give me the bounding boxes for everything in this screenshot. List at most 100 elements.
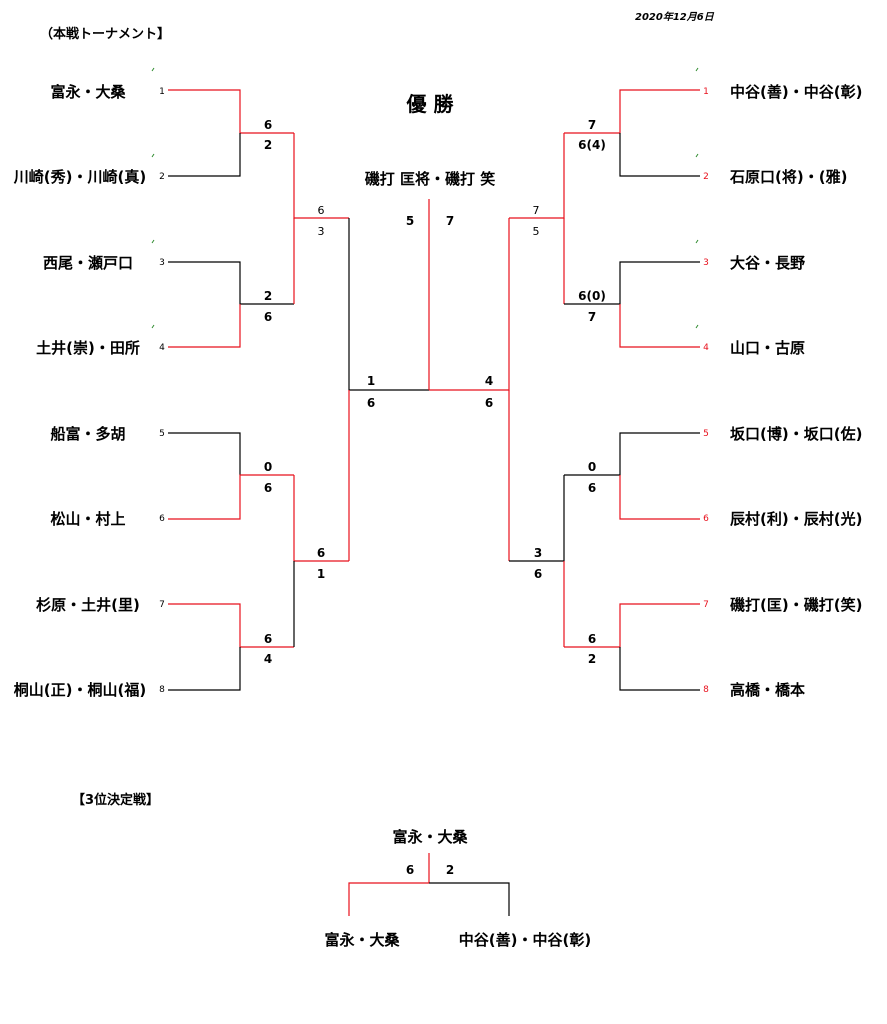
right-team-8: 高橋・橋本 [730, 681, 805, 699]
left-final-score: 1 [367, 374, 375, 388]
right-seed-6: 6 [703, 514, 709, 524]
left-team-8: 桐山(正)・桐山(福) [14, 681, 146, 699]
third-place-score-right: 2 [446, 863, 454, 877]
left-team-1: 富永・大桑 [50, 83, 126, 101]
bracket-line [348, 218, 429, 391]
left-final-lines [348, 218, 429, 561]
right-seed-3: 3 [703, 258, 709, 268]
left-seed-8: 8 [159, 685, 165, 695]
right-final-score: 4 [485, 374, 493, 388]
third-place-score-left: 6 [406, 863, 414, 877]
left-seed-5: 5 [159, 429, 165, 439]
left-r1-score: 4 [264, 652, 272, 666]
third-place-right-team: 中谷(善)・中谷(彰) [459, 931, 591, 949]
bracket-line [564, 603, 700, 648]
third-place-winner: 富永・大桑 [392, 828, 468, 846]
event-date: 2020年12月6日 [635, 11, 715, 23]
left-r1-score: 6 [264, 481, 272, 495]
right-mark-icons [695, 67, 699, 329]
bracket-line [619, 475, 700, 520]
mark-icon [151, 67, 155, 72]
left-seed-6: 6 [159, 514, 165, 524]
mark-icon [695, 239, 699, 244]
left-team-2: 川崎(秀)・川崎(真) [13, 168, 146, 186]
left-semi-score: 1 [317, 567, 325, 581]
mark-icon [151, 324, 155, 329]
right-r1-score: 7 [588, 310, 596, 324]
bracket-line [564, 261, 700, 305]
left-seed-3: 3 [159, 258, 165, 268]
champion-name: 磯打 匡将・磯打 笑 [365, 170, 495, 188]
right-r1-score: 2 [588, 652, 596, 666]
left-seed-1: 1 [159, 87, 165, 97]
mark-icon [151, 153, 155, 158]
left-seed-7: 7 [159, 600, 165, 610]
bracket-line [564, 89, 700, 134]
bracket-line [429, 218, 510, 391]
right-team-7: 磯打(匡)・磯打(笑) [730, 596, 862, 614]
right-final-lines [429, 218, 510, 561]
left-r1-lines [168, 89, 294, 691]
bracket-line [168, 89, 294, 134]
left-final-score: 6 [367, 396, 375, 410]
left-mark-icons [151, 67, 155, 329]
right-team-1: 中谷(善)・中谷(彰) [730, 83, 862, 101]
right-team-4: 山口・古原 [730, 339, 805, 357]
bracket-line [429, 882, 510, 916]
final-score-left: 5 [406, 214, 414, 228]
mark-icon [695, 67, 699, 72]
third-place-lines [348, 853, 510, 916]
right-semi-lines [509, 133, 565, 647]
left-seed-2: 2 [159, 172, 165, 182]
right-r1-lines [564, 89, 700, 691]
left-semi-score: 3 [318, 225, 325, 238]
left-r1-score: 2 [264, 138, 272, 152]
right-seed-7: 7 [703, 600, 709, 610]
mark-icon [151, 239, 155, 244]
bracket-line [168, 603, 294, 648]
right-team-5: 坂口(博)・坂口(佐) [730, 425, 862, 443]
left-semi-lines [293, 133, 349, 647]
bracket-line [168, 474, 294, 520]
right-r1-score: 7 [588, 118, 596, 132]
bracket-line [168, 261, 294, 305]
right-r1-score: 6(4) [578, 138, 606, 152]
bracket-line [564, 432, 700, 476]
left-semi-score: 6 [317, 546, 325, 560]
champion-label: 優 勝 [406, 92, 455, 116]
left-r1-score: 0 [264, 460, 272, 474]
right-semi-score: 3 [534, 546, 542, 560]
left-r1-score: 6 [264, 632, 272, 646]
left-team-7: 杉原・土井(里) [36, 596, 140, 614]
bracket-line [168, 432, 241, 475]
third-place-title: 【3位決定戦】 [72, 792, 159, 808]
right-semi-score: 7 [533, 204, 540, 217]
bracket-line [168, 304, 241, 348]
mark-icon [695, 153, 699, 158]
right-seed-5: 5 [703, 429, 709, 439]
right-r1-score: 6(0) [578, 289, 606, 303]
left-r1-score: 6 [264, 310, 272, 324]
final-score-right: 7 [446, 214, 454, 228]
right-r1-score: 6 [588, 632, 596, 646]
right-seed-4: 4 [703, 343, 709, 353]
right-seed-2: 2 [703, 172, 709, 182]
right-team-2: 石原口(将)・(雅) [729, 168, 847, 186]
left-team-3: 西尾・瀬戸口 [43, 254, 133, 272]
left-team-4: 土井(崇)・田所 [36, 339, 140, 357]
third-place-left-team: 富永・大桑 [324, 931, 400, 949]
bracket-line [619, 304, 700, 348]
right-final-score: 6 [485, 396, 493, 410]
right-team-6: 辰村(利)・辰村(光) [730, 510, 862, 528]
right-seed-8: 8 [703, 685, 709, 695]
tournament-title: （本戦トーナメント】 [40, 26, 170, 42]
right-semi-score: 6 [534, 567, 542, 581]
left-r1-score: 6 [264, 118, 272, 132]
left-semi-score: 6 [318, 204, 325, 217]
left-r1-score: 2 [264, 289, 272, 303]
right-semi-score: 5 [533, 225, 540, 238]
mark-icon [695, 324, 699, 329]
bracket-line [348, 882, 429, 916]
left-team-5: 船富・多胡 [50, 425, 125, 443]
